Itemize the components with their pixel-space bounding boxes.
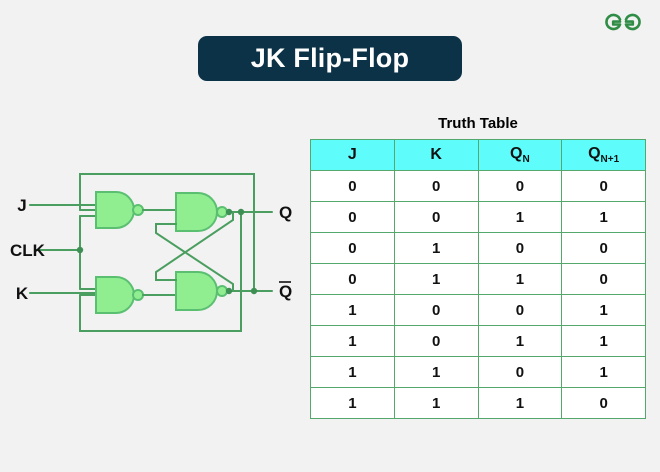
label-j: J <box>17 196 26 215</box>
table-cell-r6-c2: 0 <box>477 356 563 388</box>
table-cell-r7-c1: 1 <box>393 387 479 419</box>
nand-gate-4 <box>175 271 218 311</box>
label-k: K <box>16 284 29 303</box>
table-cell-r4-c2: 0 <box>477 294 563 326</box>
jk-flip-flop-schematic: J CLK K Q Q <box>10 173 292 332</box>
truth-table-caption: Truth Table <box>438 115 518 132</box>
table-cell-r7-c3: 0 <box>561 387 646 419</box>
feedback-wire-top <box>79 173 255 289</box>
table-cell-r2-c3: 0 <box>561 232 646 264</box>
nand-gate-2 <box>95 276 135 314</box>
table-cell-r6-c0: 1 <box>310 356 395 388</box>
junction-dots <box>76 208 258 295</box>
table-cell-r7-c0: 1 <box>310 387 395 419</box>
table-cell-r3-c1: 1 <box>393 263 479 295</box>
label-q-output: Q <box>279 203 292 222</box>
column-header-k: K <box>393 139 479 171</box>
table-cell-r6-c1: 1 <box>393 356 479 388</box>
label-clk: CLK <box>10 241 46 260</box>
feedback-wire-bottom <box>79 216 242 332</box>
label-qbar-output: Q <box>279 282 292 301</box>
table-cell-r3-c2: 1 <box>477 263 563 295</box>
page-title-banner: JK Flip-Flop <box>198 36 462 81</box>
table-cell-r2-c2: 0 <box>477 232 563 264</box>
table-cell-r5-c0: 1 <box>310 325 395 357</box>
table-cell-r1-c0: 0 <box>310 201 395 233</box>
table-cell-r2-c0: 0 <box>310 232 395 264</box>
table-cell-r7-c2: 1 <box>477 387 563 419</box>
junction-qbar <box>225 287 233 295</box>
table-cell-r4-c1: 0 <box>393 294 479 326</box>
circuit-diagram: J CLK K Q Q <box>8 160 308 345</box>
gfg-logo-icon <box>605 13 641 31</box>
table-cell-r0-c3: 0 <box>561 170 646 202</box>
nand-gate-4-bubble <box>216 285 228 297</box>
junction-qbar-rail <box>250 287 258 295</box>
nand-gate-1 <box>95 191 135 229</box>
table-cell-r0-c0: 0 <box>310 170 395 202</box>
nand-gate-1-bubble <box>132 204 144 216</box>
table-cell-r4-c3: 1 <box>561 294 646 326</box>
column-header-qn: QN <box>477 139 563 171</box>
table-cell-r5-c2: 1 <box>477 325 563 357</box>
table-cell-r5-c3: 1 <box>561 325 646 357</box>
junction-q <box>225 208 233 216</box>
junction-clk <box>76 246 84 254</box>
table-cell-r5-c1: 0 <box>393 325 479 357</box>
truth-table-header-row: J K QN QN+1 <box>310 139 646 171</box>
table-cell-r1-c1: 0 <box>393 201 479 233</box>
table-cell-r3-c3: 0 <box>561 263 646 295</box>
table-cell-r4-c0: 1 <box>310 294 395 326</box>
column-header-j: J <box>310 139 395 171</box>
table-cell-r1-c2: 1 <box>477 201 563 233</box>
table-cell-r2-c1: 1 <box>393 232 479 264</box>
nand-gate-2-bubble <box>132 289 144 301</box>
geeksforgeeks-logo <box>600 8 646 36</box>
table-cell-r6-c3: 1 <box>561 356 646 388</box>
nand-gate-3 <box>175 192 218 232</box>
nand-gate-3-bubble <box>216 206 228 218</box>
table-cell-r1-c3: 1 <box>561 201 646 233</box>
column-header-qn1: QN+1 <box>561 139 646 171</box>
page-title: JK Flip-Flop <box>250 43 410 73</box>
table-cell-r0-c1: 0 <box>393 170 479 202</box>
table-cell-r3-c0: 0 <box>310 263 395 295</box>
table-cell-r0-c2: 0 <box>477 170 563 202</box>
junction-q-rail <box>237 208 245 216</box>
